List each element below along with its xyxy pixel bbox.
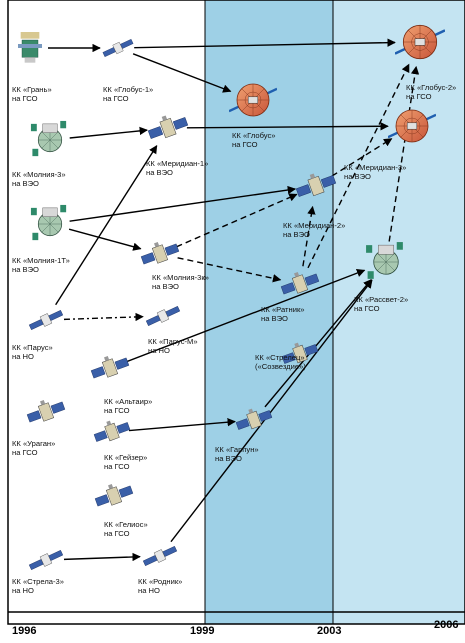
satellite-orbit: на ГСО [354,304,380,313]
satellite-name: КК «Ратник» [261,305,305,314]
era-backgrounds [8,0,465,624]
year-1996: 1996 [12,625,36,637]
satellite-orbit: на ВЭО [12,179,39,188]
satellite-name: КК «Родник» [138,577,182,586]
satellite-orbit: на ГСО [103,94,129,103]
satellite-name: КК «Парус» [12,343,53,352]
satellite-orbit: на ГСО [104,406,130,415]
satellite-name: КК «Стрелец» [255,353,305,362]
satellite-orbit: на ВЭО [152,282,179,291]
satellite-name: КК «Молния-3» [12,170,66,179]
satellite-name: КК «Гейзер» [104,453,147,462]
satellite-orbit: на ВЭО [283,230,310,239]
era-2003-2006 [333,0,465,624]
satellite-name: КК «Рассвет-2» [354,295,408,304]
satellite-orbit: на ГСО [406,92,432,101]
satellite-name: КК «Меридиан-2» [283,221,345,230]
satellite-orbit: на ГСО [104,462,130,471]
satellite-name: КК «Парус-М» [148,337,198,346]
satellite-orbit: на ВЭО [12,265,39,274]
satellite-orbit: на ГСО [12,94,38,103]
satellite-name: КК «Меридиан-1» [146,159,208,168]
satellite-orbit: на НО [12,352,34,361]
satellite-orbit: на НО [148,346,170,355]
satellite-orbit: на ВЭО [146,168,173,177]
satellite-name: КК «Ураган» [12,439,55,448]
satellite-orbit: на ВЭО [215,454,242,463]
satellite-name: КК «Меридиан-3» [344,163,406,172]
satellite-orbit: на ГСО [104,529,130,538]
satellite-orbit: на ГСО [232,140,258,149]
satellite-name: КК «Молния-1Т» [12,256,70,265]
satellite-orbit: на НО [138,586,160,595]
satellite-name: КК «Грань» [12,85,52,94]
year-2006: 2006 [434,619,458,631]
satellite-name: КК «Альтаир» [104,397,152,406]
satellite-orbit: на ВЭО [344,172,371,181]
satellite-name: КК «Гарпун» [215,445,259,454]
year-2003: 2003 [317,625,341,637]
satellite-orbit: на ГСО [12,448,38,457]
satellite-name: КК «Глобус» [232,131,276,140]
year-1999: 1999 [190,625,214,637]
satellite-orbit: на ВЭО [261,314,288,323]
satellite-name: КК «Гелиос» [104,520,148,529]
satellite-name: КК «Молния-3к» [152,273,209,282]
satellite-orbit: на НО [12,586,34,595]
satellite-name: КК «Глобус-2» [406,83,456,92]
satellite-name: КК «Стрела-3» [12,577,64,586]
satellite-orbit: («Созвездие») [255,362,306,371]
satellite-name: КК «Глобус-1» [103,85,153,94]
